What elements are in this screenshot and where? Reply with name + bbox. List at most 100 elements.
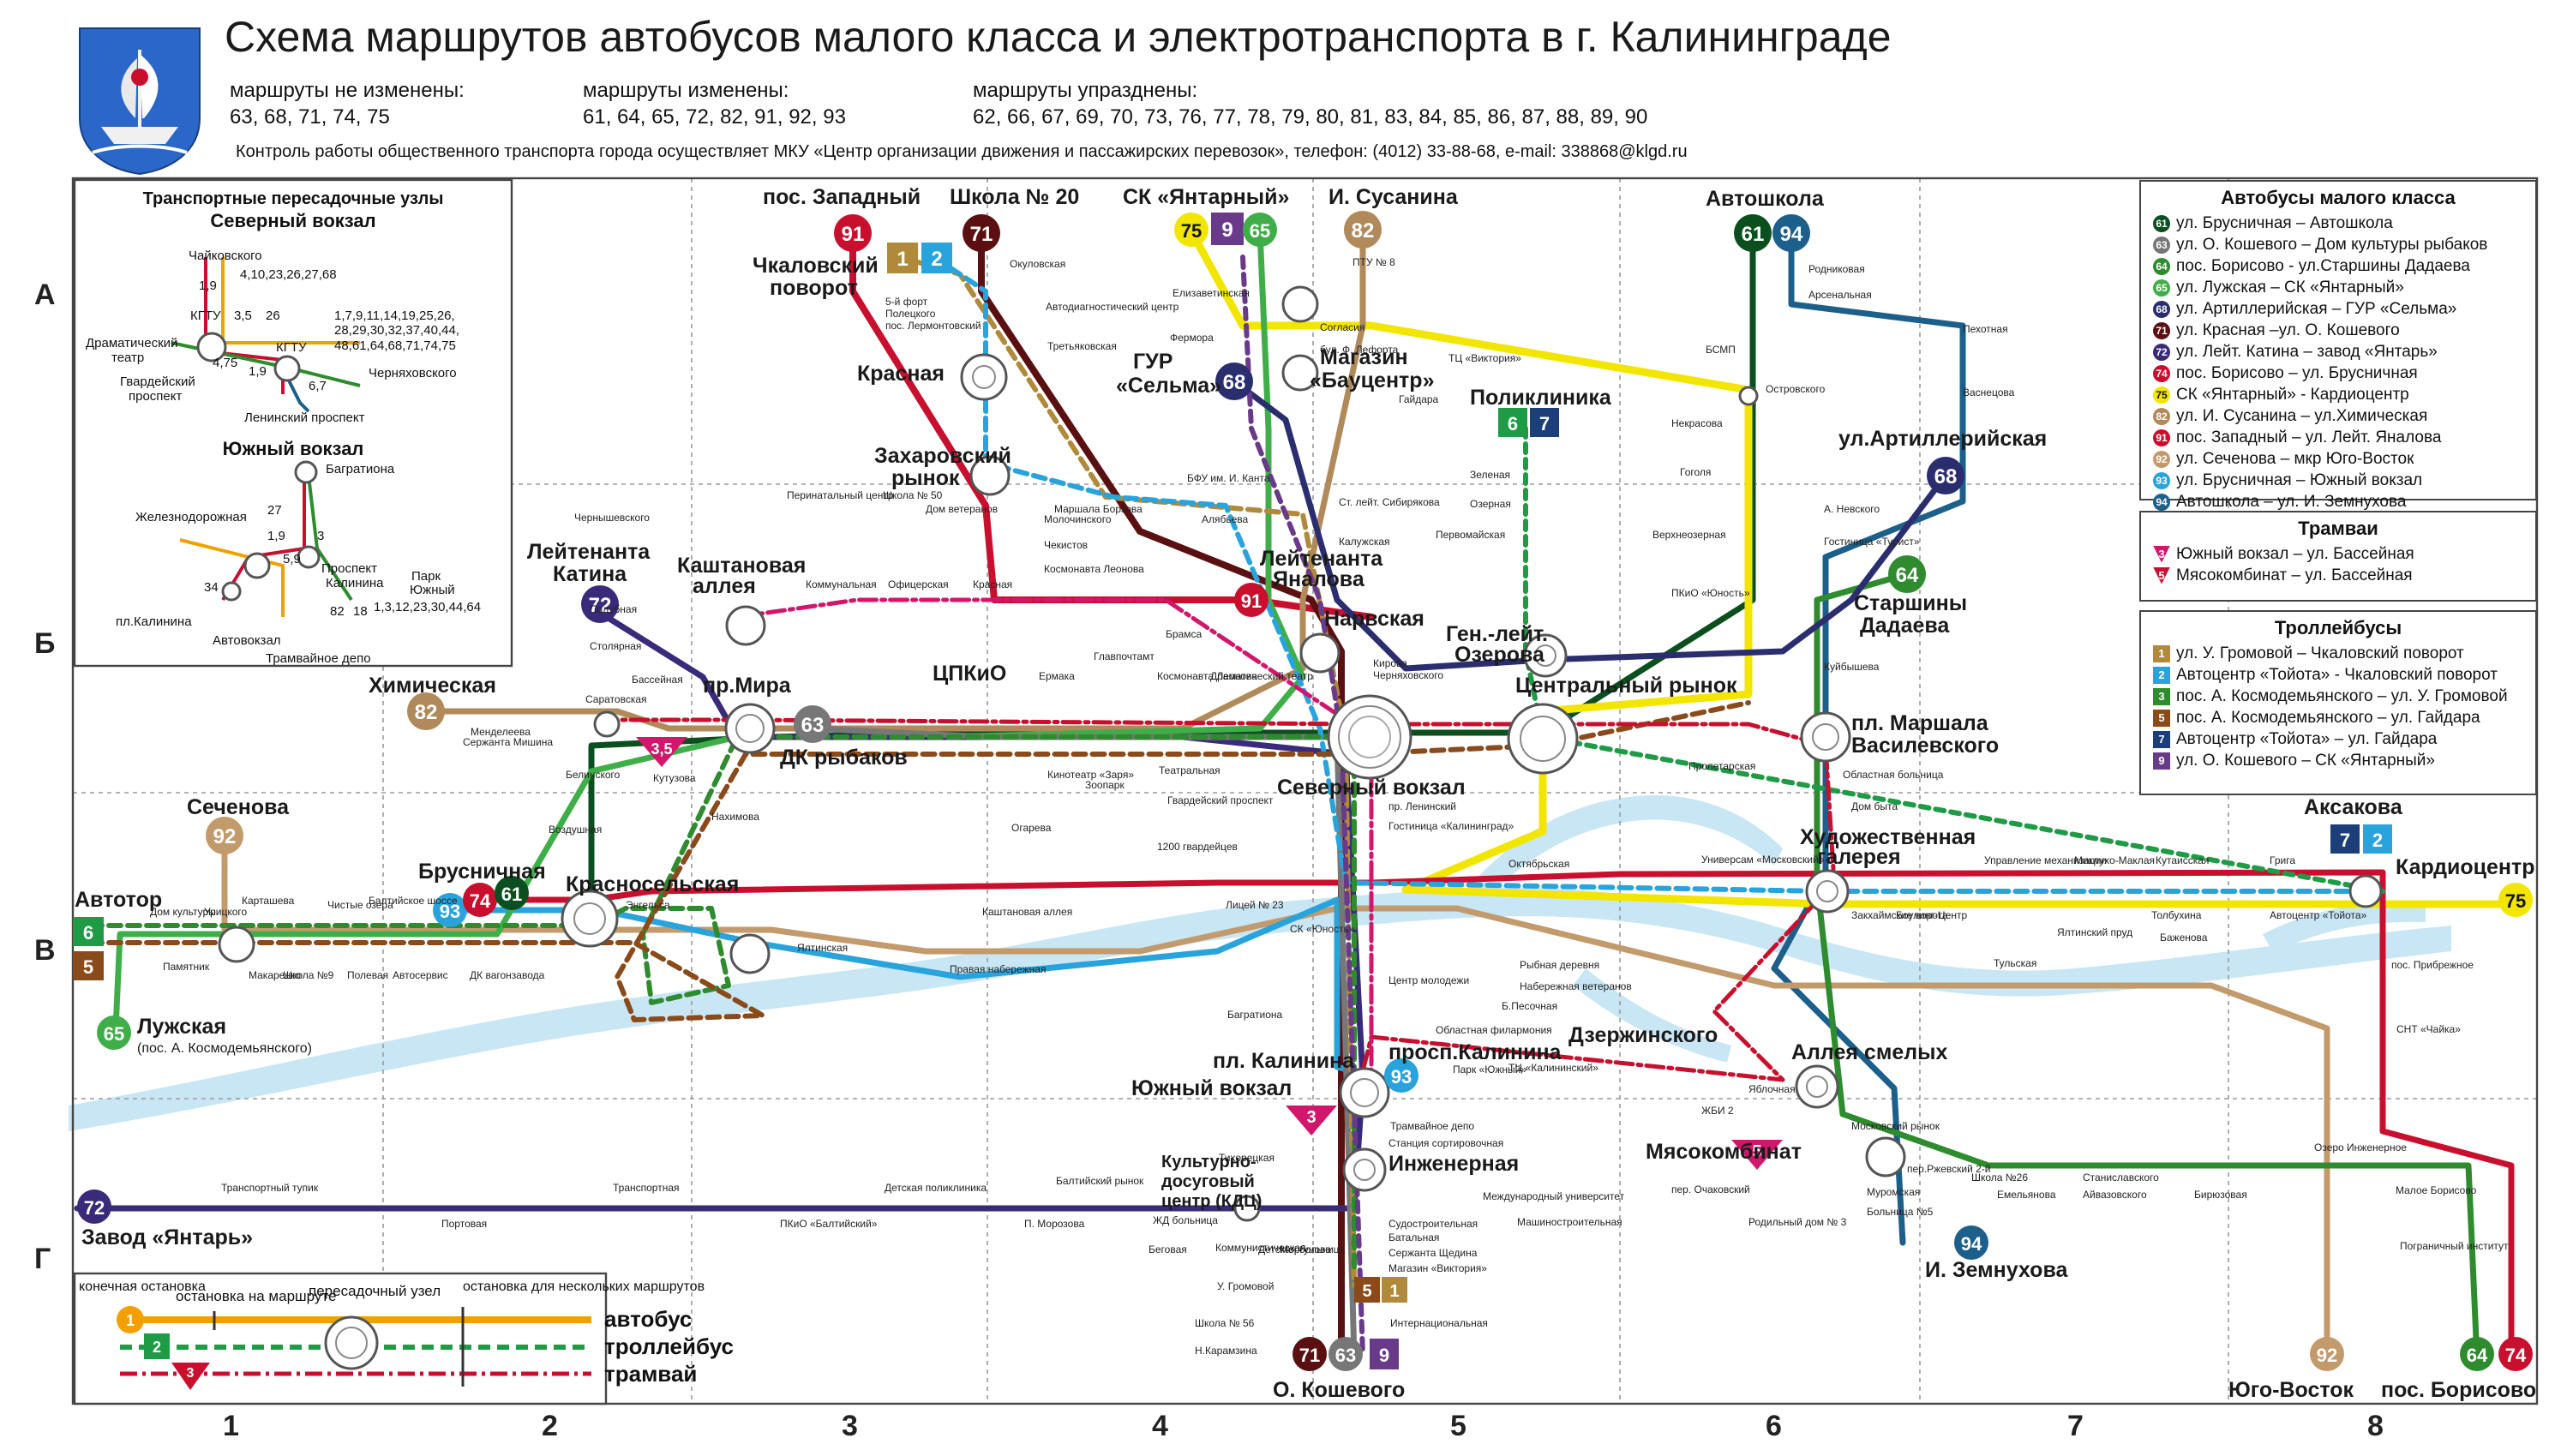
- grid-col-label: 4: [1152, 1410, 1168, 1442]
- hub-vasil: [1800, 711, 1851, 763]
- stop-label: Калужская: [1339, 536, 1390, 548]
- badge-92-sech: 92: [206, 817, 243, 854]
- inset-label: 1,7,9,11,14,19,25,26,: [334, 309, 455, 323]
- svg-text:64: 64: [2467, 1345, 2488, 1366]
- badge-1-grom: 1: [1382, 1277, 1407, 1303]
- stop-label: Куйбышева: [1824, 661, 1880, 673]
- inset-label: Транспортные пересадочные узлы: [143, 189, 444, 208]
- stop-label: ПКиО «Юность»: [1671, 587, 1750, 599]
- stop-label: Памятник: [163, 961, 210, 973]
- svg-text:82: 82: [1352, 219, 1375, 243]
- label-centr: Центральный рынок: [1515, 674, 1737, 698]
- badge-9-kosh: 9: [1370, 1339, 1399, 1369]
- stop-label: Островского: [1766, 383, 1826, 395]
- stop-label: Яблочная: [1748, 1083, 1796, 1095]
- stop-label: Окуловская: [1010, 258, 1065, 270]
- label-kdc3: центр (КДЦ): [1161, 1192, 1262, 1211]
- stop-label: пос. Лермонтовский: [885, 320, 981, 332]
- stop-label: Гвардейский проспект: [1167, 794, 1274, 806]
- hub-ozer: [1523, 633, 1568, 678]
- badge-7-pol: 7: [1530, 408, 1559, 437]
- map-frame: [71, 177, 2539, 1405]
- stop-label: Ермака: [1039, 670, 1075, 682]
- inset-label: проспект: [129, 389, 183, 404]
- label-koshev: О. Кошевого: [1273, 1378, 1405, 1402]
- svg-text:71: 71: [970, 223, 993, 246]
- inset-frame: [73, 178, 513, 668]
- route-description: ул. Сеченова – мкр Юго-Восток: [2176, 449, 2414, 468]
- stop-label: Боулинг-Центр: [1896, 909, 1968, 921]
- stop-label: Детская больница: [1258, 1243, 1346, 1255]
- svg-text:3: 3: [1306, 1108, 1316, 1127]
- legend-trolley-title: Троллейбусы: [2274, 617, 2402, 638]
- route-badge: 74: [2153, 364, 2170, 382]
- badge-9-top: 9: [1211, 213, 1244, 245]
- stop-label: Грига: [2270, 854, 2295, 866]
- svg-text:74: 74: [470, 890, 491, 912]
- route-badge: 5: [2153, 709, 2170, 727]
- badge-91-yan: 91: [1234, 583, 1269, 617]
- stop-label: Кирова: [1373, 657, 1407, 669]
- stop-label: П. Морозова: [1024, 1218, 1085, 1230]
- stop-label: Бассейная: [632, 674, 683, 686]
- svg-text:6: 6: [83, 922, 93, 944]
- badge-2-chk: 2: [921, 243, 952, 273]
- label-dzerzh: Дзержинского: [1568, 1023, 1718, 1047]
- svg-text:61: 61: [1742, 223, 1765, 246]
- stop-label: Ст. лейт. Сибирякова: [1339, 496, 1440, 508]
- route-badge: 63: [2153, 236, 2170, 254]
- svg-text:остановка для нескольких маршр: остановка для нескольких маршрутов: [463, 1279, 705, 1294]
- svg-text:3,5: 3,5: [651, 740, 672, 758]
- svg-text:остановка на маршруте: остановка на маршруте: [176, 1288, 336, 1304]
- svg-text:91: 91: [1241, 590, 1262, 612]
- stop-label: Чистые озера: [327, 899, 393, 911]
- label-dkr: ДК рыбаков: [780, 746, 908, 770]
- stop-label: Елизаветинская: [1173, 287, 1250, 299]
- stop-label: Областная больница: [1843, 769, 1944, 781]
- inset-label: 1,9: [199, 279, 217, 293]
- label-gur1: ГУР: [1133, 350, 1173, 374]
- stop-label: СНТ «Чайка»: [2396, 1023, 2461, 1035]
- stop-label: пос. Прибрежное: [2391, 959, 2474, 971]
- stop-label: Больница №5: [1867, 1206, 1934, 1218]
- badge-75-kar: 75: [2498, 883, 2533, 917]
- label-himich: Химическая: [369, 674, 496, 698]
- stop-label: У. Громовой: [1217, 1280, 1274, 1292]
- stop-label: Полецкого: [885, 308, 936, 320]
- route-badge: 5: [2153, 566, 2170, 584]
- stop-label: Фермора: [1170, 332, 1214, 344]
- route-72: [74, 609, 1366, 1212]
- svg-text:1: 1: [126, 1312, 135, 1329]
- stop-label: Балтийское шоссе: [369, 895, 458, 907]
- badge-64-bor: 64: [2460, 1337, 2494, 1371]
- stop-label: Гостиница «Калининград»: [1388, 820, 1514, 832]
- svg-text:9: 9: [1221, 219, 1233, 242]
- badge-93-br: 93: [433, 893, 467, 927]
- label-hud2: галерея: [1817, 845, 1901, 869]
- stop-label: Айвазовского: [2083, 1189, 2147, 1201]
- label-avtoshkola: Автошкола: [1706, 187, 1825, 211]
- stop-label: А. Невского: [1824, 503, 1880, 515]
- inset-hubs: [196, 332, 321, 602]
- stop-label: Станция сортировочная: [1388, 1137, 1503, 1149]
- stop-label: Дом быта: [1851, 800, 1898, 812]
- label-chkalov2: поворот: [770, 276, 858, 300]
- changed-routes: маршруты изменены: 61, 64, 65, 72, 82, 9…: [583, 77, 846, 130]
- label-aksakova: Аксакова: [2304, 795, 2403, 819]
- route-63: [811, 725, 1358, 1362]
- route-badge: 61: [2153, 214, 2170, 232]
- hub-inzh: [1342, 1147, 1387, 1192]
- stop-label: Озерная: [1470, 498, 1511, 510]
- badge-94-top: 94: [1772, 214, 1810, 252]
- hub-zahar: [969, 455, 1011, 496]
- inset-label: Драматический: [86, 336, 177, 351]
- stop-label: Первомайская: [1436, 529, 1505, 541]
- stop-label: Школа №9: [283, 969, 334, 981]
- stop-label: Пехотная: [1963, 323, 2008, 335]
